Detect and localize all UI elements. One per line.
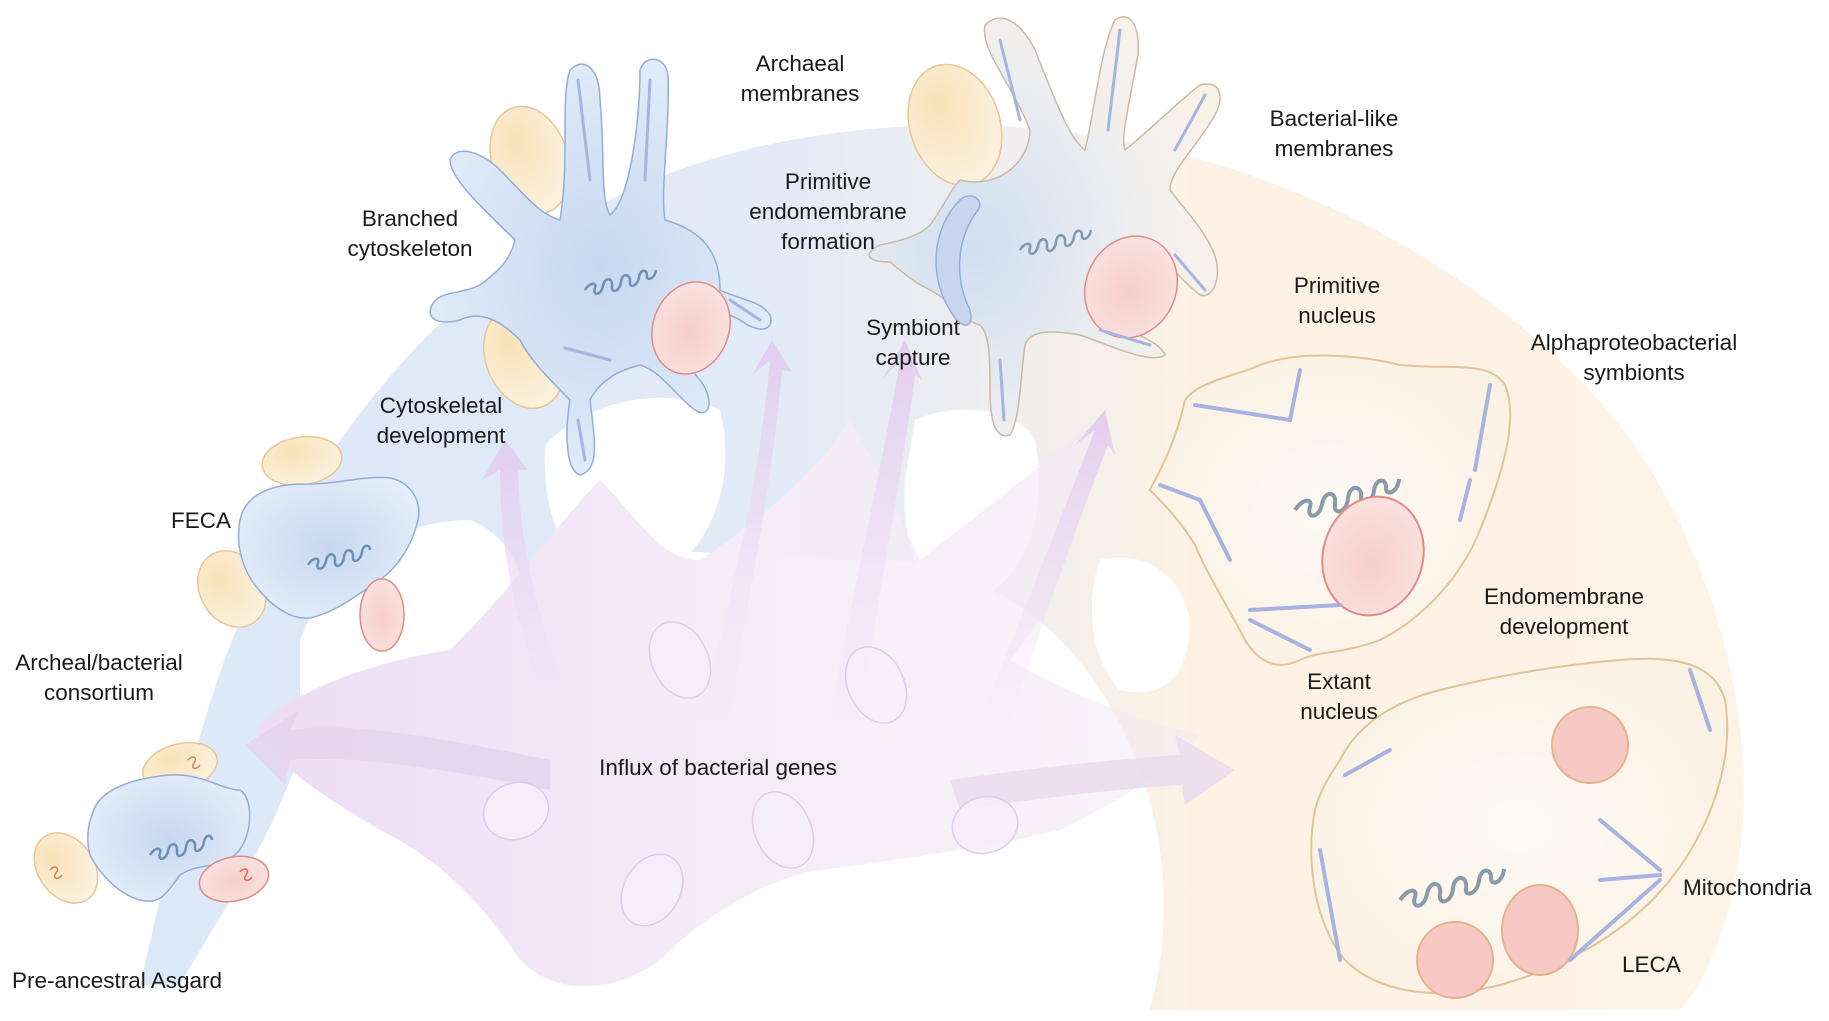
dna-icon <box>49 866 63 880</box>
faded-bacterium <box>844 646 908 724</box>
cell-pre-ancestral-asgard <box>33 741 270 904</box>
cell-branched-cytoskeleton <box>429 58 772 476</box>
label-extant-nucleus: Extant nucleus <box>1300 669 1378 724</box>
mitochondrion <box>1416 921 1494 999</box>
label-mitochondria: Mitochondria <box>1683 875 1812 900</box>
faded-bacterium <box>951 795 1019 855</box>
influx-arrow-right <box>950 735 1235 810</box>
faded-bacterium <box>751 791 815 869</box>
influx-arrow-up-2 <box>700 340 792 720</box>
label-pre-ancestral-asgard: Pre-ancestral Asgard <box>11 968 223 993</box>
label-primitive-endomembrane: Primitive endomembrane formation <box>749 169 907 254</box>
label-feca: FECA <box>170 508 232 533</box>
cytoskeleton-filaments <box>563 78 762 462</box>
nucleus <box>1321 495 1425 617</box>
faded-bacterium <box>620 853 684 927</box>
cell-leca <box>1310 657 1729 999</box>
label-endomembrane-development: Endomembrane development <box>1483 584 1645 639</box>
label-branched-cytoskeleton: Branched cytoskeleton <box>347 206 473 261</box>
dna-icon <box>1018 229 1093 255</box>
label-influx-of-bacterial-genes: Influx of bacterial genes <box>599 755 837 780</box>
eukaryotic-cell <box>1148 354 1512 666</box>
faded-bacterium <box>482 781 550 841</box>
influx-arrow-up-4 <box>980 410 1115 720</box>
cell-primitive-nucleus <box>1148 354 1512 666</box>
label-archaeal-membranes: Archaeal membranes <box>740 51 860 106</box>
faded-bacteria <box>482 621 1019 927</box>
cytoskeleton-filaments <box>998 28 1207 422</box>
label-bacterial-like-membranes: Bacterial-like membranes <box>1269 106 1399 161</box>
dna-icon <box>306 544 372 570</box>
symbiont-red <box>198 855 270 903</box>
dna-icon <box>148 834 214 860</box>
label-consortium: Archeal/bacterial consortium <box>15 650 183 705</box>
arc-gap-4 <box>1091 557 1190 693</box>
cell-feca <box>197 435 420 652</box>
dna-icon <box>239 868 253 882</box>
dna-icon <box>1398 868 1506 908</box>
dna-icon <box>583 269 658 295</box>
dna-icon <box>187 756 201 770</box>
cell-transitional <box>868 16 1221 437</box>
symbiont-red <box>651 281 731 375</box>
dna-icon <box>1293 478 1401 518</box>
mitochondrion <box>1501 884 1579 976</box>
cytoskeleton-filaments <box>1318 668 1712 962</box>
influx-arrow-left <box>245 710 550 790</box>
mitochondrion <box>1551 706 1629 784</box>
influx-arrow-up-1 <box>482 440 590 740</box>
endomembrane <box>935 195 981 326</box>
cytoskeleton-filaments <box>1158 368 1492 652</box>
label-primitive-nucleus: Primitive nucleus <box>1293 273 1381 328</box>
label-cytoskeletal-development: Cytoskeletal development <box>376 393 506 448</box>
label-leca: LECA <box>1622 952 1681 977</box>
label-symbiont-capture: Symbiont capture <box>866 315 960 370</box>
influx-arrow-up-3 <box>830 340 922 720</box>
symbiont-red <box>359 578 405 652</box>
faded-bacterium <box>648 621 712 699</box>
label-alphaproteobacterial-symbionts: Alphaproteobacterial symbionts <box>1530 330 1738 385</box>
mitochondria <box>1416 706 1629 999</box>
